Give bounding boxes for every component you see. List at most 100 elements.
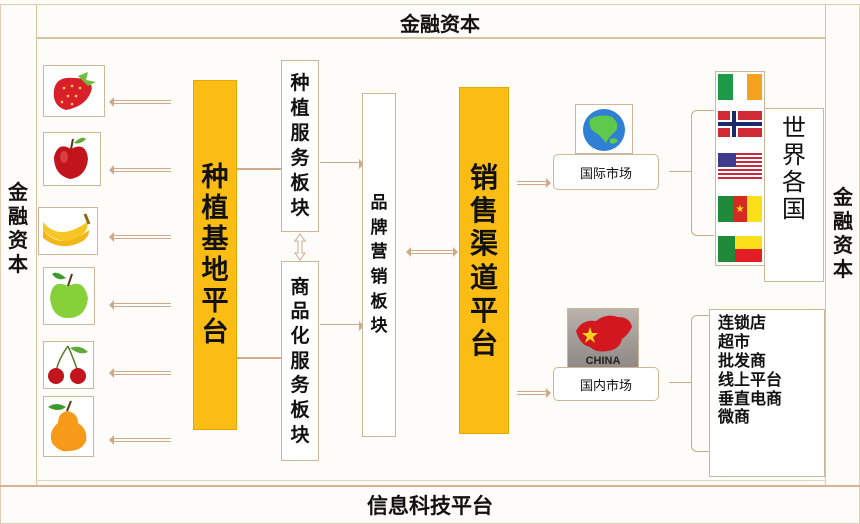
planting-service-char: 务	[290, 147, 310, 169]
cameroon-flag-icon: ★	[718, 196, 762, 222]
arrow-commodity-service-to-brand	[320, 321, 364, 331]
commodity-service-char: 化	[290, 324, 310, 347]
fruit-red-apple	[43, 132, 101, 186]
channel-wechat-merchant: 微商	[718, 407, 751, 427]
sales-platform-char: 道	[469, 260, 498, 294]
brand-marketing-char: 营	[370, 242, 388, 263]
right-label-char: 金	[833, 185, 853, 209]
planting-platform-char: 地	[201, 255, 229, 286]
right-label-financial-capital: 金 融 资 本	[826, 185, 860, 281]
red-apple-icon	[54, 137, 88, 179]
planting-service-char: 板	[290, 172, 310, 195]
connector-domestic-to-channels	[669, 382, 691, 383]
left-label-char: 资	[8, 228, 28, 252]
planting-platform-char: 平	[201, 286, 229, 318]
bracket-countries	[691, 110, 714, 236]
brand-marketing-char: 牌	[370, 217, 388, 238]
planting-platform-char: 植	[201, 192, 229, 224]
banana-icon	[43, 213, 91, 247]
fruit-banana	[38, 207, 98, 255]
right-label-char: 资	[833, 233, 853, 257]
planting-service-char: 种	[290, 71, 310, 94]
arrow-to-green-apple	[109, 300, 171, 310]
right-label-char: 融	[833, 209, 853, 233]
commodity-service-char: 板	[290, 399, 310, 422]
china-map-icon: CHINA	[567, 308, 639, 368]
arrow-to-red-apple	[109, 165, 171, 175]
brand-marketing-block: 品 牌 营 销 板 块	[362, 93, 396, 437]
arrow-sales-to-international	[517, 178, 551, 188]
sales-channel-platform: 销 售 渠 道 平 台	[459, 87, 509, 434]
left-label-char: 本	[8, 252, 28, 276]
green-apple-icon	[50, 272, 88, 318]
sales-platform-char: 台	[469, 326, 498, 360]
domestic-channels-list: 连锁店 超市 批发商 线上平台 垂直电商 微商	[709, 309, 825, 477]
fruit-orange-pear	[43, 396, 94, 457]
brand-marketing-char: 品	[370, 193, 388, 214]
left-label-char: 融	[8, 204, 28, 228]
orange-pear-icon	[48, 400, 87, 452]
arrow-to-orange-pear	[109, 435, 171, 445]
commodity-service-char: 务	[290, 374, 310, 397]
benin-flag-icon	[718, 236, 762, 262]
cherry-icon	[48, 345, 88, 384]
commodity-service-char: 服	[290, 349, 310, 372]
international-market-box: 国际市场	[553, 154, 659, 190]
planting-base-platform: 种 植 基 地 平 台	[193, 80, 237, 430]
left-column-divider	[36, 4, 37, 486]
china-icon-text: CHINA	[586, 355, 621, 367]
channel-vertical-ecommerce: 垂直电商	[718, 388, 783, 408]
inner-bottom-line	[36, 480, 826, 481]
planting-service-block: 种 植 服 务 板 块	[281, 60, 319, 232]
left-label-financial-capital: 金 融 资 本	[0, 180, 36, 276]
brand-marketing-char: 销	[370, 267, 388, 287]
top-band-divider	[36, 37, 826, 39]
planting-service-char: 服	[290, 121, 310, 144]
commodity-service-char: 商	[290, 275, 310, 298]
strawberry-icon	[53, 72, 96, 110]
channel-wholesaler: 批发商	[718, 350, 767, 370]
commodity-service-block: 商 品 化 服 务 板 块	[281, 261, 319, 461]
connector-international-to-countries	[669, 171, 691, 172]
bracket-channels	[691, 315, 714, 452]
brand-marketing-char: 板	[370, 291, 388, 312]
domestic-market-box: 国内市场	[553, 367, 659, 401]
world-countries-box: 世 界 各 国	[764, 108, 824, 282]
connector-platform-to-planting-service	[237, 168, 281, 170]
planting-platform-char: 种	[201, 161, 229, 193]
planting-service-char: 植	[290, 96, 310, 119]
sales-platform-char: 售	[469, 194, 498, 228]
world-countries-char: 世	[782, 114, 806, 142]
fruit-strawberry	[43, 65, 105, 117]
channel-online-platform: 线上平台	[718, 369, 783, 389]
top-label-financial-capital: 金融资本	[400, 12, 480, 36]
arrow-sales-to-domestic	[517, 388, 551, 398]
ireland-flag-icon	[718, 74, 762, 100]
right-column-divider	[825, 4, 826, 486]
channel-supermarket: 超市	[718, 331, 751, 351]
world-countries-char: 各	[782, 167, 806, 196]
fruit-green-apple	[43, 267, 95, 325]
bidirectional-arrow-brand-sales	[406, 247, 458, 257]
globe-icon	[575, 104, 633, 154]
usa-flag-icon	[718, 153, 762, 179]
bottom-label-it-platform: 信息科技平台	[367, 494, 493, 518]
brand-marketing-char: 块	[370, 316, 388, 337]
arrow-planting-service-to-brand	[320, 159, 364, 169]
bidirectional-arrow-vertical	[293, 233, 307, 261]
sales-platform-char: 销	[469, 161, 498, 195]
arrow-to-banana	[109, 232, 171, 242]
left-label-char: 金	[8, 180, 28, 204]
channel-chain-store: 连锁店	[718, 313, 767, 332]
arrow-to-cherry	[109, 368, 171, 378]
connector-platform-to-commodity-service	[237, 357, 281, 359]
commodity-service-char: 品	[290, 300, 310, 323]
planting-platform-char: 台	[201, 317, 229, 349]
norway-flag-icon	[718, 111, 762, 137]
commodity-service-char: 块	[290, 423, 310, 446]
right-label-char: 本	[833, 257, 853, 281]
planting-service-char: 块	[290, 197, 310, 220]
bottom-band-divider	[0, 485, 860, 487]
planting-platform-char: 基	[201, 223, 229, 255]
fruit-cherry	[43, 341, 94, 389]
